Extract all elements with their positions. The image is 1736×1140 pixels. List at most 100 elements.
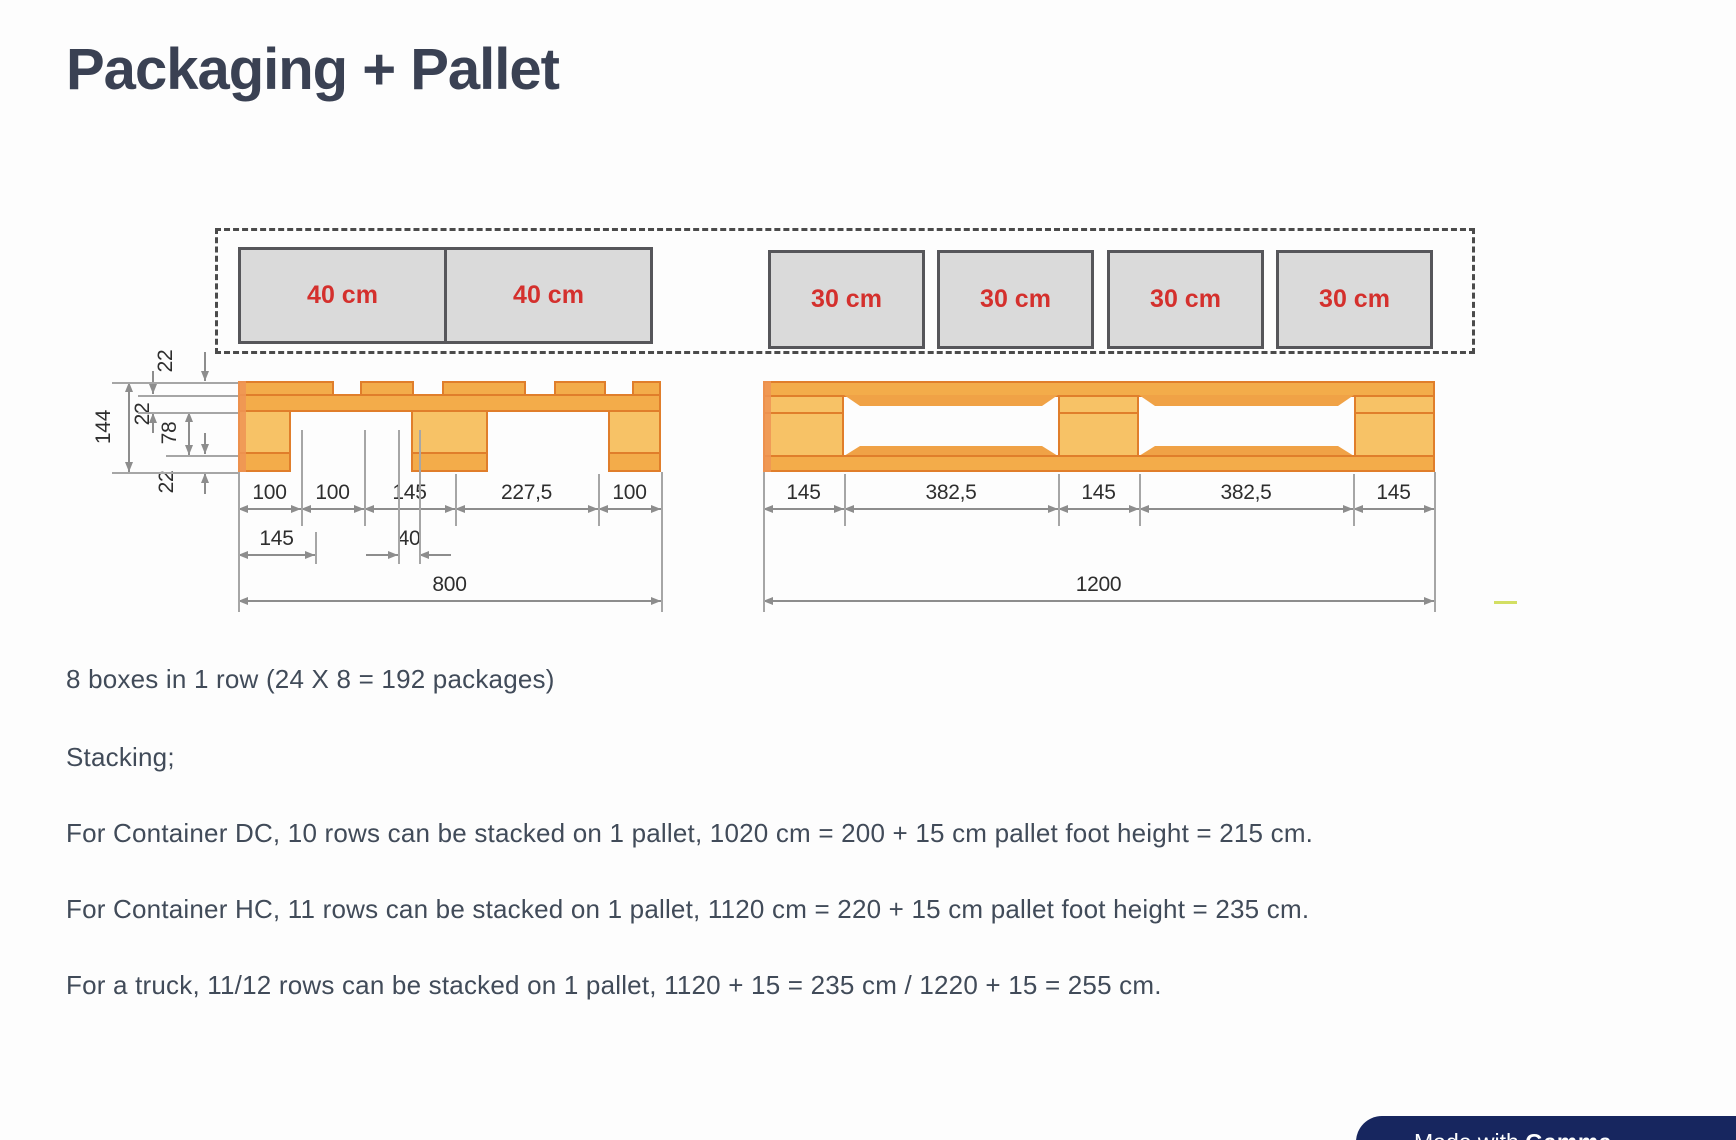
dimension-extension-line [138,412,238,414]
pallet-block [763,395,844,457]
box-size-label: 30 cm [980,285,1051,313]
dimension-label: 144 [92,409,115,445]
pallet-chamfer [844,395,1058,406]
green-dash-artifact [1494,601,1517,604]
dimension-tail [419,551,451,559]
pallet-board-line [1354,412,1435,414]
dimension-extension-line [844,474,846,526]
dimension-line [763,505,844,513]
pallet-block [411,410,488,472]
dimension-label: 22 [155,470,178,494]
dimension-line [238,551,315,559]
pallet-board-line [1058,412,1139,414]
dimension-tail [149,413,157,433]
dimension-label: 382,5 [925,481,977,504]
dimension-label: 145 [259,527,294,550]
pallet-block [608,410,661,472]
dimension-line [185,412,193,455]
box-size-label: 40 cm [307,281,378,309]
made-with-badge[interactable]: Made with Gamma [1356,1116,1736,1140]
row-outline-dashed [215,228,1475,354]
dimension-label: 145 [1081,481,1116,504]
made-with-text: Made with [1414,1129,1519,1140]
page-title: Packaging + Pallet [66,37,560,102]
body-paragraph: 8 boxes in 1 row (24 X 8 = 192 packages) [66,664,555,694]
package-box-30: 30 cm [937,250,1094,349]
body-paragraph: For a truck, 11/12 rows can be stacked o… [66,970,1162,1000]
pallet-chamfer [1139,446,1354,456]
pallet-chamfer [844,446,1058,456]
dimension-label: 40 [397,527,421,550]
pallet-block [1058,395,1139,457]
body-paragraph: For Container HC, 11 rows can be stacked… [66,894,1310,924]
dimension-line [364,505,455,513]
dimension-extension-line [598,474,600,526]
brand-wordmark: Gamma [1525,1129,1612,1140]
dimension-extension-line [166,455,238,457]
pallet-1200-drawing [763,381,1435,472]
dimension-label: 382,5 [1220,481,1272,504]
dimension-extension-line [238,472,240,612]
dimension-label: 1200 [1075,573,1122,596]
box-size-label: 40 cm [513,281,584,309]
box-size-label: 30 cm [1319,285,1390,313]
package-box-40: 40 cm [444,247,653,344]
dimension-tail [149,371,157,394]
dimension-line [125,382,133,472]
pallet-bottom-board [411,452,488,472]
box-size-label: 30 cm [811,285,882,313]
pallet-chamfer [1139,395,1354,406]
box-size-label: 30 cm [1150,285,1221,313]
dimension-line [301,505,364,513]
pallet-bottom-deck [763,455,1435,472]
dimension-extension-line [315,532,317,564]
dimension-extension-line [1058,474,1060,526]
dimension-tail [201,473,209,494]
pallet-edge-strip [238,381,246,472]
body-paragraph: Stacking; [66,742,175,772]
dimension-line [844,505,1058,513]
dimension-line [1058,505,1139,513]
dimension-extension-line [1139,474,1141,526]
pallet-board-line [763,412,844,414]
dimension-extension-line [1353,474,1355,526]
dimension-label: 100 [252,481,287,504]
pallet-bottom-board [608,452,661,472]
package-box-30: 30 cm [1107,250,1264,349]
pallet-800-drawing [238,381,661,472]
dimension-label: 22 [131,402,154,426]
dimension-extension-line [112,382,238,384]
dimension-extension-line [138,395,238,397]
dimension-line [238,505,301,513]
dimension-tail [366,551,398,559]
package-box-30: 30 cm [1276,250,1433,349]
dimension-extension-line [661,472,663,612]
dimension-label: 100 [612,481,647,504]
body-paragraph: For Container DC, 10 rows can be stacked… [66,818,1314,848]
pallet-edge-strip [763,381,771,472]
dimension-line [238,597,661,605]
dimension-line [1353,505,1434,513]
dimension-line [598,505,661,513]
dimension-extension-line [763,472,765,612]
dimension-extension-line [455,474,457,526]
dimension-line [455,505,598,513]
dimension-label: 100 [315,481,350,504]
pallet-block [238,410,291,472]
dimension-line [763,597,1434,605]
dimension-line [1139,505,1353,513]
dimension-label: 78 [158,421,181,445]
dimension-label: 227,5 [500,481,553,504]
dimension-label: 22 [154,349,177,373]
dimension-label: 145 [786,481,821,504]
dimension-label: 145 [1376,481,1411,504]
package-box-40: 40 cm [238,247,447,344]
pallet-block [1354,395,1435,457]
dimension-extension-line [112,472,238,474]
dimension-label: 145 [392,481,427,504]
dimension-label: 800 [432,573,467,596]
package-box-30: 30 cm [768,250,925,349]
dimension-tail [201,433,209,454]
